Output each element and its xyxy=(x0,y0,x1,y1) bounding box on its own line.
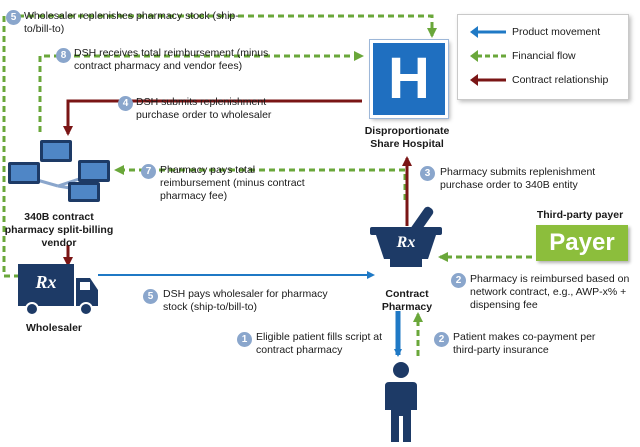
arrow-step-7 xyxy=(114,165,407,200)
legend-contract: Contract relationship xyxy=(458,73,628,87)
step-7-badge: 7 xyxy=(141,164,156,179)
delivery-truck-icon xyxy=(18,264,98,316)
step-7-text: Pharmacy pays total reimbursement (minus… xyxy=(160,164,305,202)
hospital-letter: H xyxy=(388,46,430,111)
legend-product: Product movement xyxy=(458,25,628,39)
step-1-badge: 1 xyxy=(237,332,252,347)
legend-product-label: Product movement xyxy=(512,26,601,38)
legend-contract-swatch xyxy=(470,74,506,86)
step-2-copay-badge: 2 xyxy=(434,332,449,347)
step-3-badge: 3 xyxy=(420,166,435,181)
wholesaler-label: Wholesaler xyxy=(25,322,83,334)
vendor-label: 340B contract pharmacy split-billing ven… xyxy=(4,211,114,249)
legend-financial-swatch xyxy=(470,50,506,62)
hospital-icon: H xyxy=(370,40,448,118)
step-2-copay-text: Patient makes co-payment per third-party… xyxy=(453,331,596,356)
step-6-badge: 5 xyxy=(6,10,21,25)
patient-icon xyxy=(385,362,417,442)
legend-financial-label: Financial flow xyxy=(512,50,576,62)
step-6-text: Wholesaler replenishes pharmacy stock (s… xyxy=(24,10,239,35)
step-2-payer-text: Pharmacy is reimbursed based on network … xyxy=(470,273,630,311)
wholesaler-rx-symbol: Rx xyxy=(35,272,57,292)
legend-contract-label: Contract relationship xyxy=(512,74,609,86)
payer-logo: Payer xyxy=(536,225,628,261)
pharmacy-label: Contract Pharmacy xyxy=(381,288,433,313)
pharmacy-rx-symbol: Rx xyxy=(396,234,416,251)
mortar-pestle-icon xyxy=(370,206,442,267)
computer-network-icon xyxy=(8,140,110,202)
arrow-step-8 xyxy=(38,51,364,132)
step-4-badge: 4 xyxy=(118,96,133,111)
step-2-payer-badge: 2 xyxy=(451,273,466,288)
legend-financial: Financial flow xyxy=(458,49,628,63)
hospital-label: Disproportionate Share Hospital xyxy=(364,125,450,150)
arrow-step-6 xyxy=(2,14,437,278)
step-1-text: Eligible patient fills script at contrac… xyxy=(256,331,383,356)
step-5-text: DSH pays wholesaler for pharmacy stock (… xyxy=(163,288,328,313)
step-8-text: DSH receives total reimbursement (minus … xyxy=(74,47,269,72)
step-3-text: Pharmacy submits replenishment purchase … xyxy=(440,166,596,191)
arrow-step-4 xyxy=(63,99,362,136)
payer-title: Third-party payer xyxy=(536,209,624,221)
legend: Product movement Financial flow Contract… xyxy=(457,14,629,100)
step-5-badge: 5 xyxy=(143,289,158,304)
step-4-text: DSH submits replenishment purchase order… xyxy=(136,96,272,121)
legend-product-swatch xyxy=(470,26,506,38)
step-8-badge: 8 xyxy=(56,48,71,63)
